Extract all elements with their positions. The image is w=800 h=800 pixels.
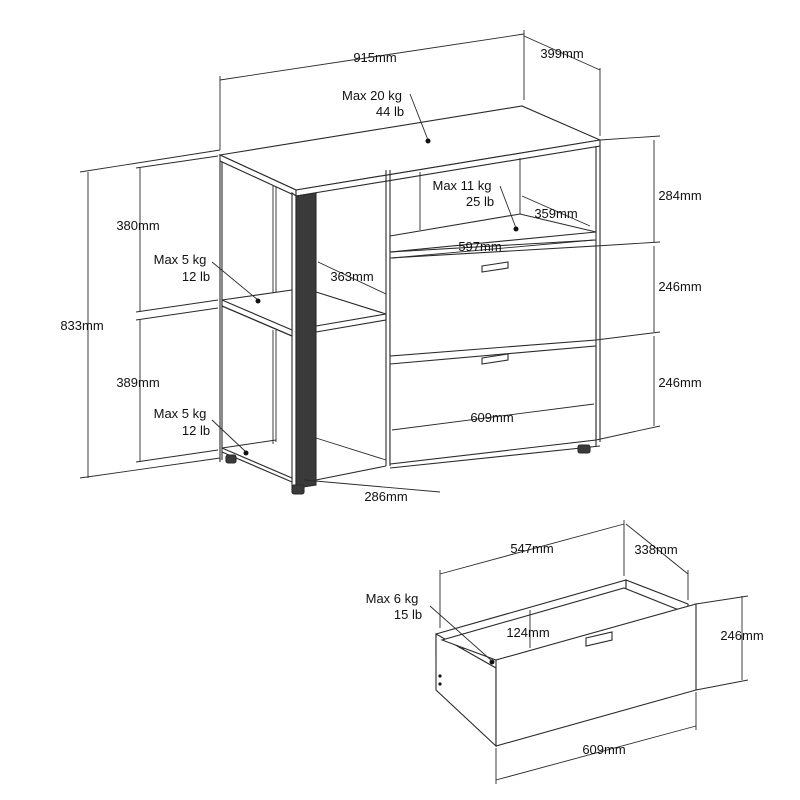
- label-width-top: 915mm: [353, 50, 396, 65]
- left-shelf: [221, 289, 293, 337]
- width-dimension-line: [219, 33, 525, 81]
- label-shelf-lower-h: 389mm: [116, 375, 159, 390]
- label-niche-height: 284mm: [658, 188, 701, 203]
- label-drawer-front-w: 609mm: [582, 742, 625, 757]
- label-load-niche-kg: Max 11 kg: [432, 178, 491, 193]
- label-drawer-load-kg: Max 6 kg: [366, 591, 419, 606]
- load-leaders: [211, 93, 519, 456]
- label-divider-depth: 363mm: [330, 269, 373, 284]
- divider-depth-line: [317, 261, 387, 295]
- drawer-load-dot: [489, 659, 495, 665]
- niche-depth-line: [521, 195, 591, 227]
- depth-dimension-line: [523, 35, 601, 71]
- drawer-detail: [429, 579, 697, 748]
- open-depth-line: [303, 479, 441, 493]
- label-depth-top: 399mm: [540, 46, 583, 61]
- drawer-1-handle: [481, 261, 509, 273]
- label-load-shelf1-lb: 12 lb: [182, 269, 210, 284]
- shelf2-load-dot: [243, 450, 249, 456]
- label-drawer-inner-h: 124mm: [506, 625, 549, 640]
- cabinet: [218, 105, 602, 495]
- label-drawer-front-h: 246mm: [720, 628, 763, 643]
- foot-right: [577, 444, 591, 454]
- middle-shelf: [315, 291, 387, 333]
- drawer-front-1: [389, 245, 597, 357]
- label-drawers-width: 609mm: [470, 410, 513, 425]
- label-drawer-inner-d: 338mm: [634, 542, 677, 557]
- label-open-depth: 286mm: [364, 489, 407, 504]
- drawer-2-handle: [481, 353, 509, 365]
- drawer-detail-handle: [585, 631, 613, 647]
- label-load-shelf2-lb: 12 lb: [182, 423, 210, 438]
- label-niche-width: 597mm: [458, 239, 501, 254]
- center-divider-front: [295, 192, 317, 489]
- drawers-width-line: [391, 403, 595, 431]
- drawer-inner-depth-line: [625, 523, 689, 575]
- cabinet-dimensions: [79, 30, 661, 493]
- drawer-front-width-line: [495, 725, 697, 781]
- label-drawer-load-lb: 15 lb: [394, 607, 422, 622]
- label-load-top-kg: Max 20 kg: [342, 88, 402, 103]
- label-load-shelf1-kg: Max 5 kg: [154, 252, 207, 267]
- drawer-dimensions: [439, 520, 749, 784]
- drawer-front-2: [389, 345, 597, 465]
- drawer-inner-width-line: [439, 523, 625, 575]
- dimension-labels: 915mm 399mm Max 20 kg 44 lb Max 11 kg 25…: [60, 46, 763, 757]
- label-total-height: 833mm: [60, 318, 103, 333]
- foot-left: [225, 454, 237, 464]
- niche-width-line: [391, 239, 595, 259]
- label-drawer-inner-w: 547mm: [510, 541, 553, 556]
- label-load-niche-lb: 25 lb: [466, 194, 494, 209]
- foot-front: [291, 484, 305, 495]
- top-load-dot: [425, 138, 431, 144]
- label-load-shelf2-kg: Max 5 kg: [154, 406, 207, 421]
- label-load-top-lb: 44 lb: [376, 104, 404, 119]
- label-niche-depth: 359mm: [534, 206, 577, 221]
- shelf1-load-dot: [255, 298, 261, 304]
- center-divider-side: [291, 191, 297, 489]
- niche-load-dot: [513, 226, 519, 232]
- label-drawer-front-h2: 246mm: [658, 375, 701, 390]
- label-drawer-front-h1: 246mm: [658, 279, 701, 294]
- label-shelf-upper-h: 380mm: [116, 218, 159, 233]
